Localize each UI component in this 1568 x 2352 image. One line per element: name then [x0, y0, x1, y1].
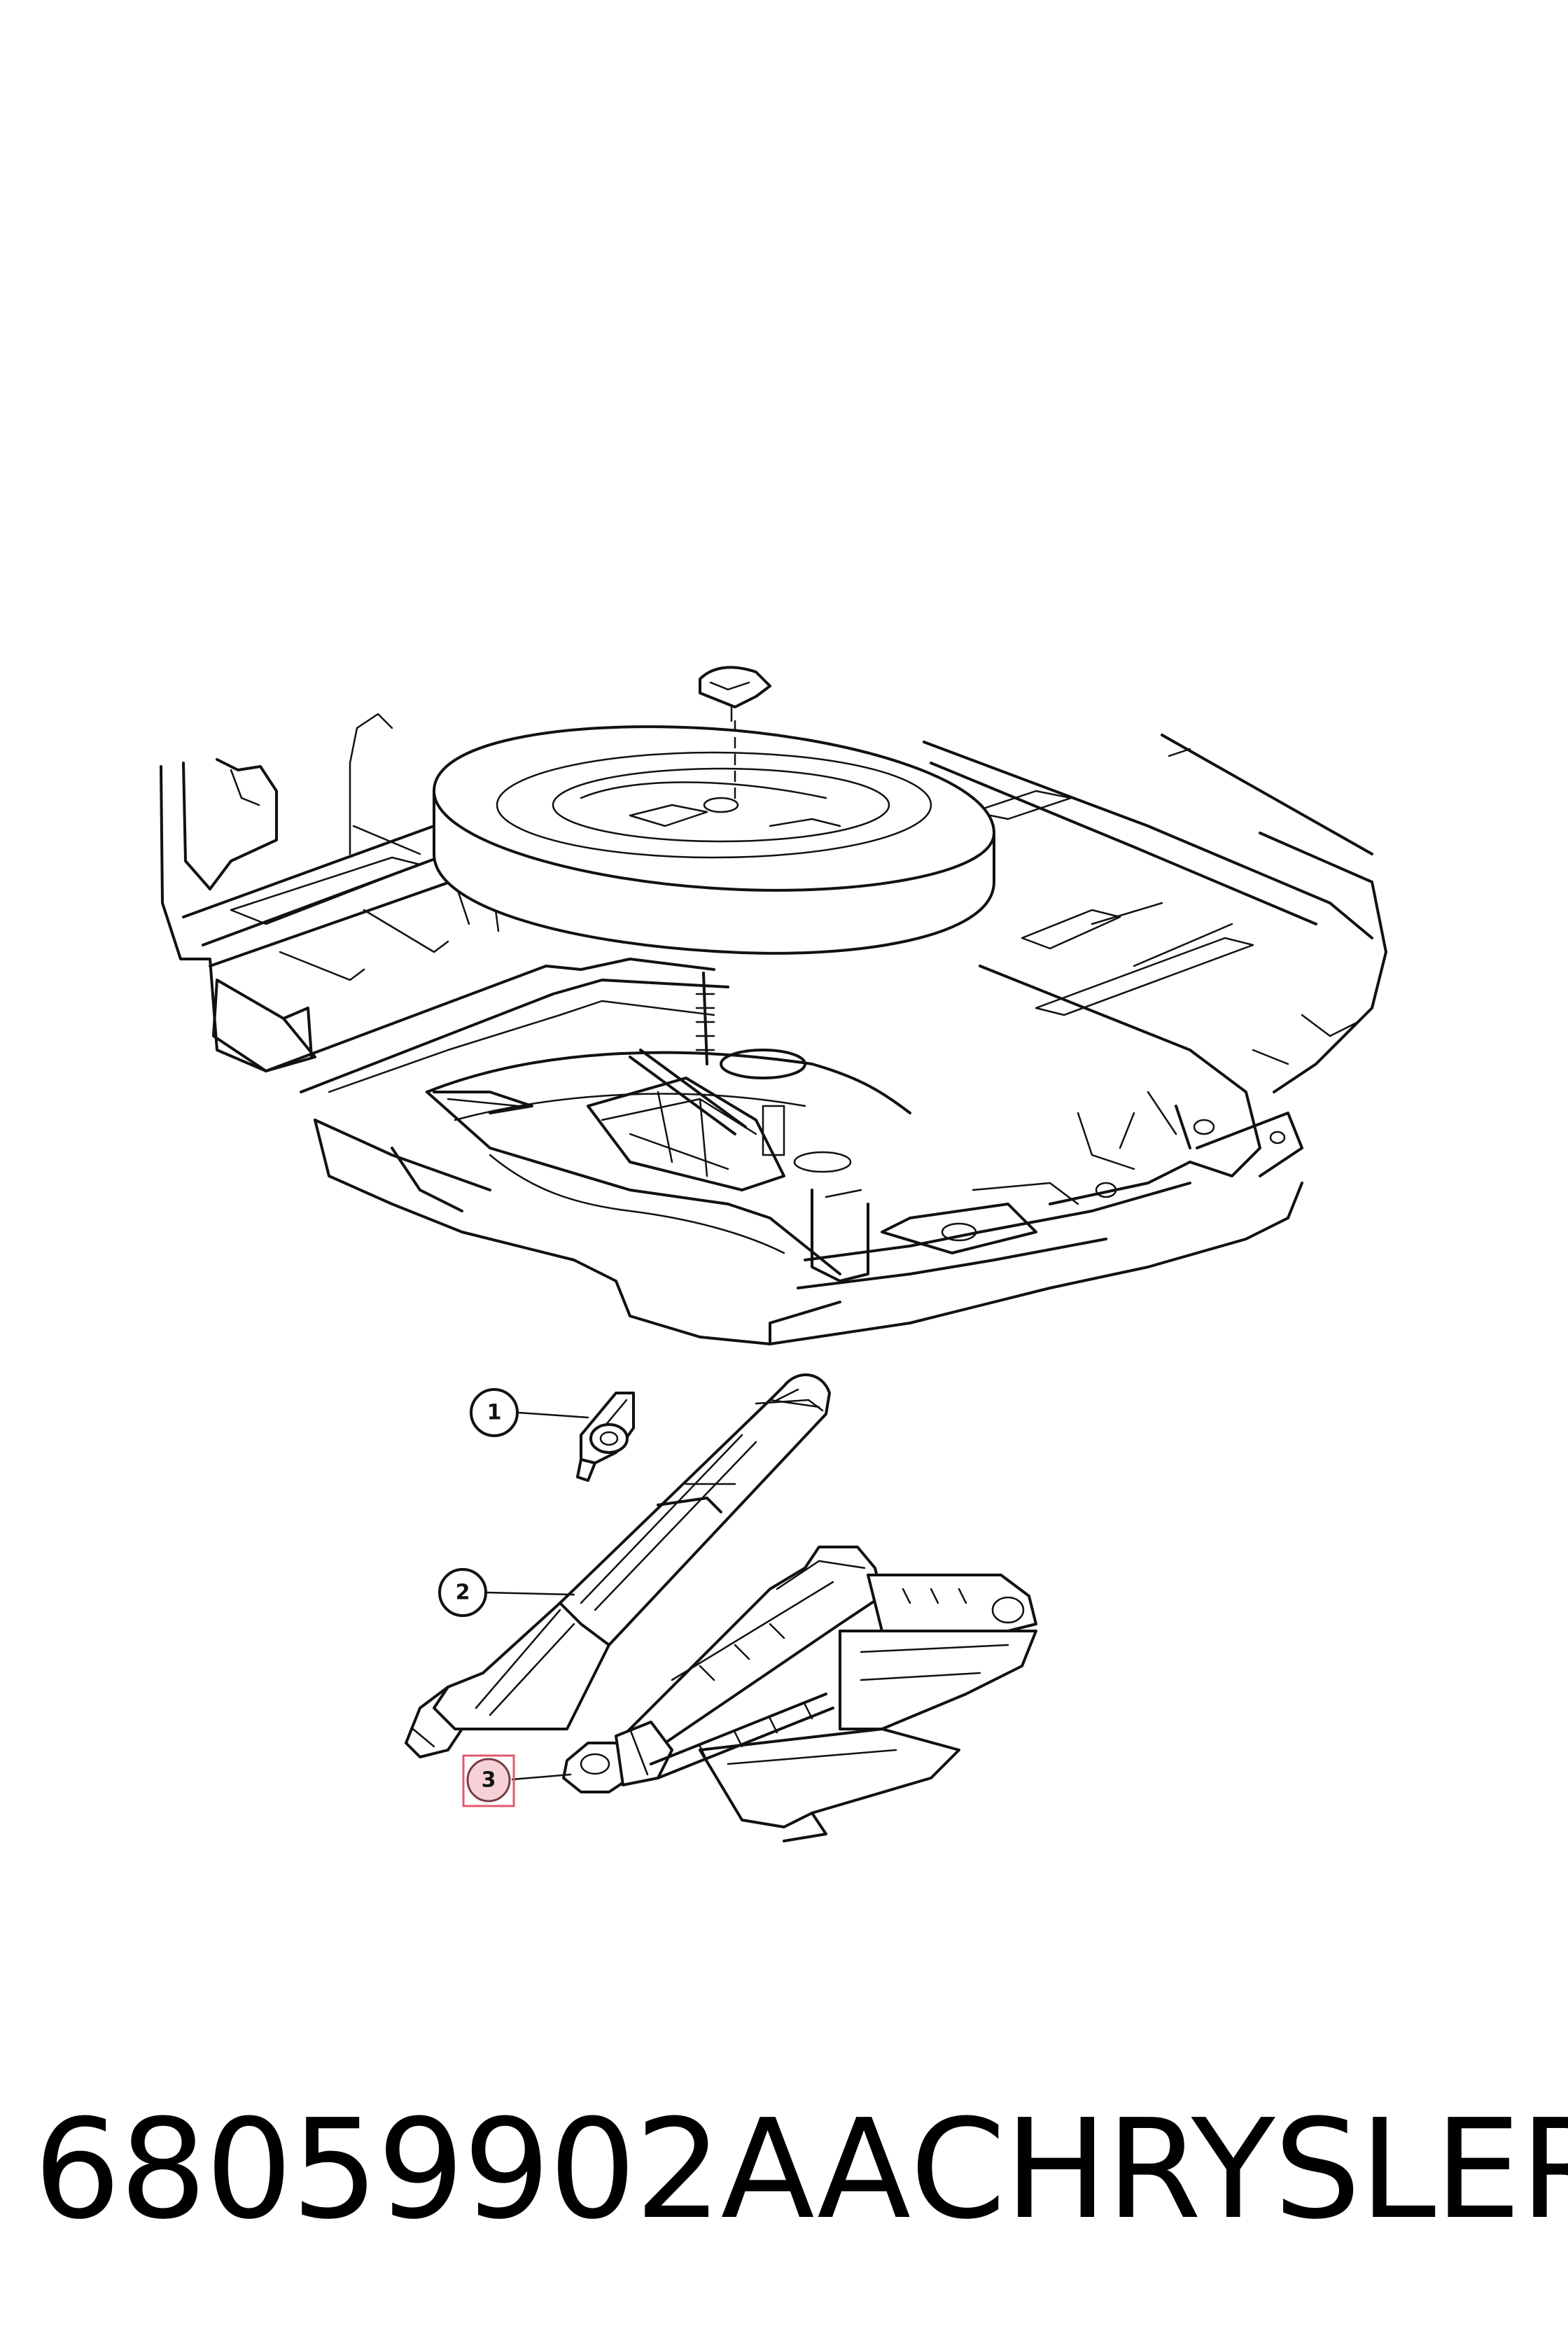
callout-3-highlight-box: [462, 1754, 515, 1807]
callout-2-label: 2: [456, 1581, 470, 1605]
bracket-icon: [576, 1392, 635, 1482]
spare-tire-icon: [433, 725, 995, 955]
part-number: 68059902AA: [34, 2090, 911, 2250]
trunk-floor-pan: [160, 713, 1387, 1345]
scissor-jack-icon: [562, 1546, 1037, 1842]
callout-3: 3: [462, 1754, 572, 1807]
brand-name: CHRYSLER: [910, 2090, 1568, 2250]
wing-nut-icon: [699, 666, 771, 799]
callout-2: 2: [438, 1568, 575, 1617]
callout-3-label: 3: [482, 1768, 496, 1793]
callout-1: 1: [470, 1388, 589, 1437]
callout-1-label: 1: [487, 1401, 502, 1425]
jack-handle-icon: [405, 1373, 831, 1758]
